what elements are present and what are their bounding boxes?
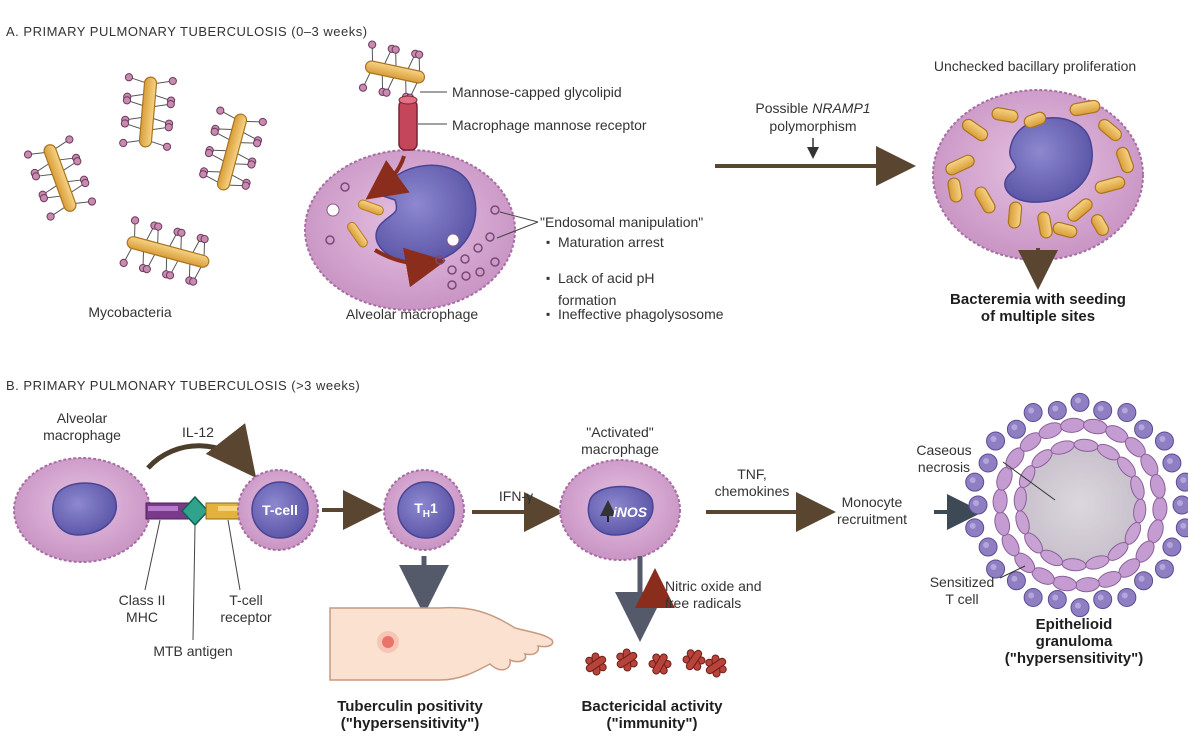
activated-label-line2: macrophage: [581, 441, 659, 457]
endosomal-manipulation-label: "Endosomal manipulation": [540, 214, 703, 230]
nramp-label-line2: polymorphism: [769, 118, 856, 134]
mtb-antigen-icon: [182, 497, 208, 525]
mannose-receptor-label: Macrophage mannose receptor: [452, 117, 647, 133]
killed-bacterium: [683, 649, 705, 672]
tcr-label-line2: receptor: [220, 609, 271, 625]
caseous-label-line2: necrosis: [918, 459, 970, 475]
alveolar-macrophage-b: [14, 458, 150, 562]
tnf-label-line1: TNF,: [737, 466, 767, 482]
tuberculin-label-line1: Tuberculin positivity: [337, 698, 483, 715]
bactericidal-label-line1: Bactericidal activity: [582, 698, 723, 715]
epithelioid-granuloma: [966, 393, 1188, 616]
endosomal-item-1: Maturation arrest: [546, 234, 1188, 250]
bacillus-icon: [359, 40, 430, 103]
mannose-glycolipid-label: Mannose-capped glycolipid: [452, 84, 622, 100]
monocyte-label-line1: Monocyte: [842, 494, 903, 510]
endosomal-item-4: formation: [558, 292, 616, 308]
tuberculin-label-line2: ("hypersensitivity"): [341, 715, 479, 732]
nitric-oxide-label-line1: Nitric oxide and: [665, 578, 762, 594]
mannose-receptor-icon: [399, 100, 417, 150]
bacillus-icon: [119, 216, 215, 288]
tnf-label-line2: chemokines: [715, 483, 790, 499]
tcell-label: T-cell: [262, 502, 298, 518]
alveolar-macrophage-a: [305, 40, 538, 310]
granuloma-label-line2: granuloma: [1036, 633, 1113, 650]
bacillus-icon: [1008, 202, 1022, 229]
mycobacteria-label: Mycobacteria: [88, 304, 171, 320]
th1-label: TH1: [414, 500, 438, 523]
sensitized-label-line2: T cell: [945, 591, 978, 607]
class-ii-label-line2: MHC: [126, 609, 158, 625]
endosomal-item-2: Lack of acid pH: [546, 270, 1188, 286]
bacillus-icon: [197, 106, 267, 196]
panel-b-heading: B. PRIMARY PULMONARY TUBERCULOSIS (>3 we…: [6, 378, 360, 394]
activated-label-line1: "Activated": [586, 424, 654, 440]
monocyte-label-line2: recruitment: [837, 511, 907, 527]
sensitized-label-line1: Sensitized: [930, 574, 995, 590]
il12-arrow: [148, 446, 250, 470]
proliferation-label: Unchecked bacillary proliferation: [934, 58, 1136, 74]
bactericidal-label-line2: ("immunity"): [607, 715, 698, 732]
bacillus-icon: [23, 135, 96, 221]
bacteremia-label-line1: Bacteremia with seeding: [950, 291, 1126, 308]
bacteremia-label-line2: of multiple sites: [981, 308, 1095, 325]
class-ii-label-line1: Class II: [119, 592, 166, 608]
mtb-antigen-label: MTB antigen: [153, 643, 232, 659]
il12-label: IL-12: [182, 424, 214, 440]
ifn-gamma-label: IFN-γ: [499, 488, 533, 504]
killed-bacteria-icon: [585, 649, 728, 678]
granuloma-label-line3: ("hypersensitivity"): [1005, 650, 1143, 667]
mycobacteria-group: [23, 73, 267, 287]
panel-a-heading: A. PRIMARY PULMONARY TUBERCULOSIS (0–3 w…: [6, 24, 368, 40]
glycolipid-bacillus: [359, 40, 430, 103]
nramp-label: Possible NRAMP1: [755, 100, 870, 116]
arm-skin-test-icon: [330, 608, 553, 680]
tcr-label-line1: T-cell: [229, 592, 262, 608]
killed-bacterium: [585, 653, 608, 675]
granuloma-label-line1: Epithelioid: [1036, 616, 1113, 633]
alveolar-b-label-line2: macrophage: [43, 427, 121, 443]
alveolar-macrophage-label: Alveolar macrophage: [346, 306, 478, 322]
killed-bacterium: [705, 655, 728, 677]
bacillus-icon: [119, 73, 176, 150]
killed-bacterium: [649, 653, 671, 676]
nitric-oxide-label-line2: free radicals: [665, 595, 741, 611]
caseous-label-line1: Caseous: [916, 442, 971, 458]
alveolar-b-label-line1: Alveolar: [57, 410, 108, 426]
killed-bacterium: [616, 649, 639, 671]
inos-label: iNOS: [613, 504, 647, 520]
